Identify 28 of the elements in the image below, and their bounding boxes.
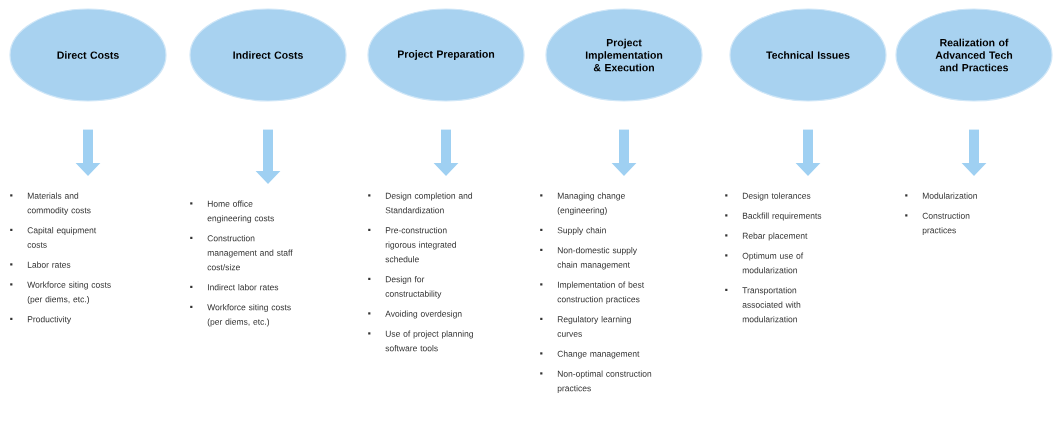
bullet-item: Materials and commodity costs bbox=[10, 192, 91, 215]
bullet-item: Labor rates bbox=[10, 261, 71, 268]
bullet-item: Home office engineering costs bbox=[190, 200, 274, 223]
bullet-item: Design for constructability bbox=[368, 276, 442, 299]
bullet-item: Design tolerances bbox=[725, 192, 811, 201]
bullet-item: Change management bbox=[540, 350, 640, 359]
bullet-item: Implementation of best construction practices bbox=[540, 281, 645, 304]
bullet-item: Workforce siting costs (per diems, etc.) bbox=[10, 281, 111, 304]
bullet-item: Supply chain bbox=[540, 227, 606, 235]
bullet-item: Capital equipment costs bbox=[10, 227, 97, 248]
bullet-item: Pre-construction rigorous integrated schedule bbox=[368, 227, 456, 263]
bullet-item: Transportation associated with modularization bbox=[725, 287, 801, 323]
bullet-item: Use of project planning software tools bbox=[368, 330, 473, 352]
bullet-item: Productivity bbox=[10, 316, 72, 324]
bullet-item: Regulatory learning curves bbox=[540, 316, 631, 337]
bullet-item: Optimum use of modularization bbox=[725, 252, 804, 274]
bullet-item: Indirect labor rates bbox=[190, 284, 279, 291]
bullet-item: Design completion and Standardization bbox=[368, 192, 473, 214]
bullet-item: Non-optimal construction practices bbox=[540, 370, 652, 393]
bullet-item: Non-domestic supply chain management bbox=[540, 247, 637, 270]
bullet-item: Managing change (engineering) bbox=[540, 192, 625, 215]
bullet-item: Backfill requirements bbox=[725, 212, 822, 221]
bullet-item: Workforce siting costs (per diems, etc.) bbox=[190, 304, 291, 327]
bullet-item: Avoiding overdesign bbox=[368, 310, 462, 319]
bullet-item: Construction practices bbox=[905, 212, 970, 235]
bullet-item: Modularization bbox=[905, 192, 977, 199]
bullet-item: Rebar placement bbox=[725, 232, 808, 241]
bullet-item: Construction management and staff cost/size bbox=[190, 235, 293, 271]
